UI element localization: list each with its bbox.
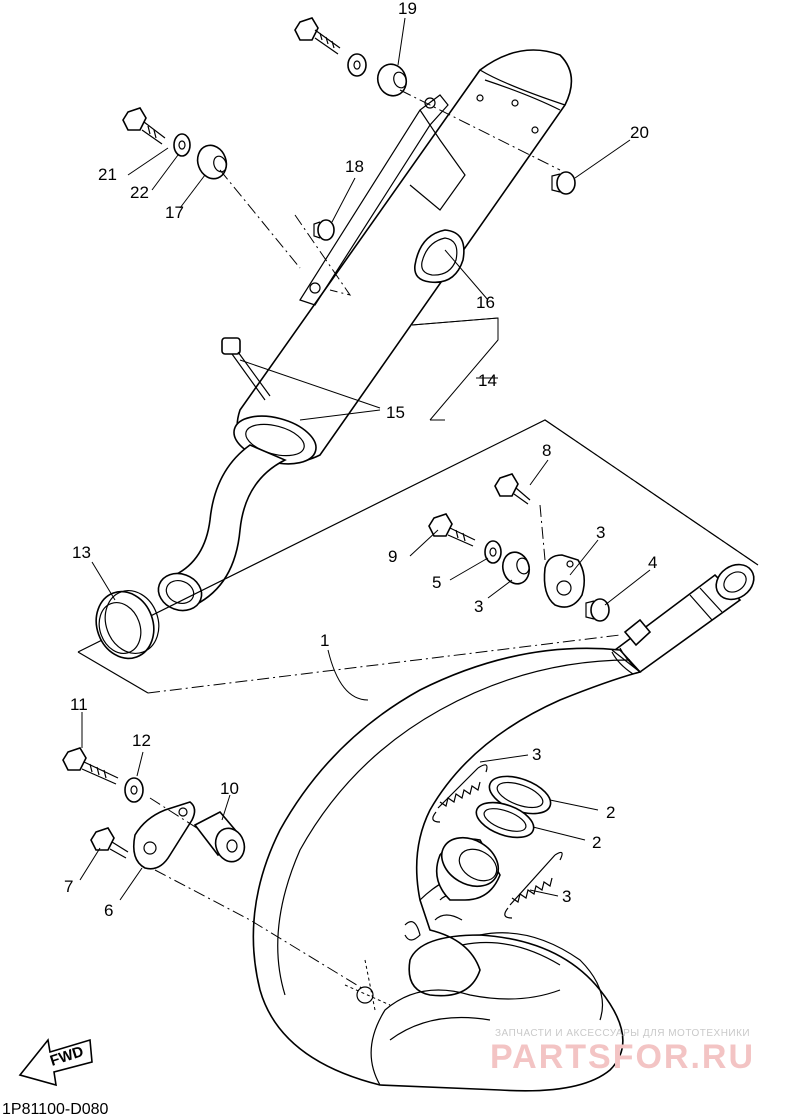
spring-3-lower xyxy=(504,851,563,919)
fwd-arrow-icon: FWD xyxy=(18,1038,93,1087)
label-8: 6 xyxy=(104,901,113,920)
o-ring-2-lower xyxy=(475,801,535,839)
label-14: 12 xyxy=(132,731,151,750)
part-label-23: 21 xyxy=(98,165,117,184)
label-12: 10 xyxy=(220,779,239,798)
bracket-8 xyxy=(132,801,196,870)
bolt-10 xyxy=(494,473,531,505)
label-3-spring-bottom: 3 xyxy=(562,887,571,906)
bracket-4 xyxy=(543,554,586,608)
bolt-11 xyxy=(428,513,476,547)
part-label-16: 14 xyxy=(478,371,497,390)
gasket-18 xyxy=(413,229,465,284)
part-label-19: 17 xyxy=(165,203,184,222)
joint-pipe xyxy=(435,836,501,901)
part-labels-lower: 3 2 2 3 11 12 10 7 6 xyxy=(64,695,615,920)
part-label-11: 9 xyxy=(388,547,397,566)
bolt-13 xyxy=(62,747,119,785)
washer-7 xyxy=(484,540,502,564)
bolt-17 xyxy=(221,337,271,401)
washer-24 xyxy=(173,133,191,157)
watermark-caption: ЗАПЧАСТИ И АКСЕССУАРЫ ДЛЯ МОТОТЕХНИКИ xyxy=(495,1028,750,1039)
exhaust-header-pipe xyxy=(252,647,642,1092)
part-label-5: 3 xyxy=(474,597,483,616)
grommet-19 xyxy=(196,144,228,180)
label-3-spring-top: 3 xyxy=(532,745,541,764)
collar-6 xyxy=(585,598,610,622)
part-label-10: 8 xyxy=(542,441,551,460)
part-label-18: 16 xyxy=(476,293,495,312)
washer-14 xyxy=(124,777,144,803)
watermark: ЗАПЧАСТИ И АКСЕССУАРЫ ДЛЯ МОТОТЕХНИКИ PA… xyxy=(490,1028,755,1076)
hardware-box xyxy=(77,419,759,694)
collar-12 xyxy=(193,810,246,863)
label-9: 7 xyxy=(64,877,73,896)
part-label-4: 3 xyxy=(596,523,605,542)
part-labels: 19 21 22 17 18 20 16 14 15 13 8 9 5 3 3 … xyxy=(72,0,657,650)
part-label-24: 22 xyxy=(130,183,149,202)
diagram-code: 1P81100-D080 xyxy=(2,1101,109,1118)
watermark-brand: PARTSFOR.RU xyxy=(490,1038,755,1076)
part-label-20: 18 xyxy=(345,157,364,176)
spring-3-upper xyxy=(432,764,488,823)
part-label-6: 4 xyxy=(648,553,657,572)
damper-5 xyxy=(501,551,531,585)
muffler xyxy=(157,49,573,612)
grommet-21 xyxy=(376,63,408,97)
part-label-21: 19 xyxy=(398,0,417,18)
gasket-15 xyxy=(95,590,160,660)
bolt-23 xyxy=(122,107,166,145)
label-2-lower: 2 xyxy=(592,833,601,852)
part-label-15: 13 xyxy=(72,543,91,562)
bolt-upper xyxy=(294,17,367,77)
label-13: 11 xyxy=(70,695,88,714)
leader-lines xyxy=(79,17,651,901)
label-2-upper: 2 xyxy=(606,803,615,822)
header-outlet xyxy=(613,563,755,674)
collar-20 xyxy=(313,219,335,241)
part-label-1: 1 xyxy=(320,631,329,650)
part-label-7: 5 xyxy=(432,573,441,592)
collar-22 xyxy=(551,171,576,195)
part-label-17: 15 xyxy=(386,403,405,422)
bolt-9 xyxy=(90,827,129,859)
part-label-22: 20 xyxy=(630,123,649,142)
